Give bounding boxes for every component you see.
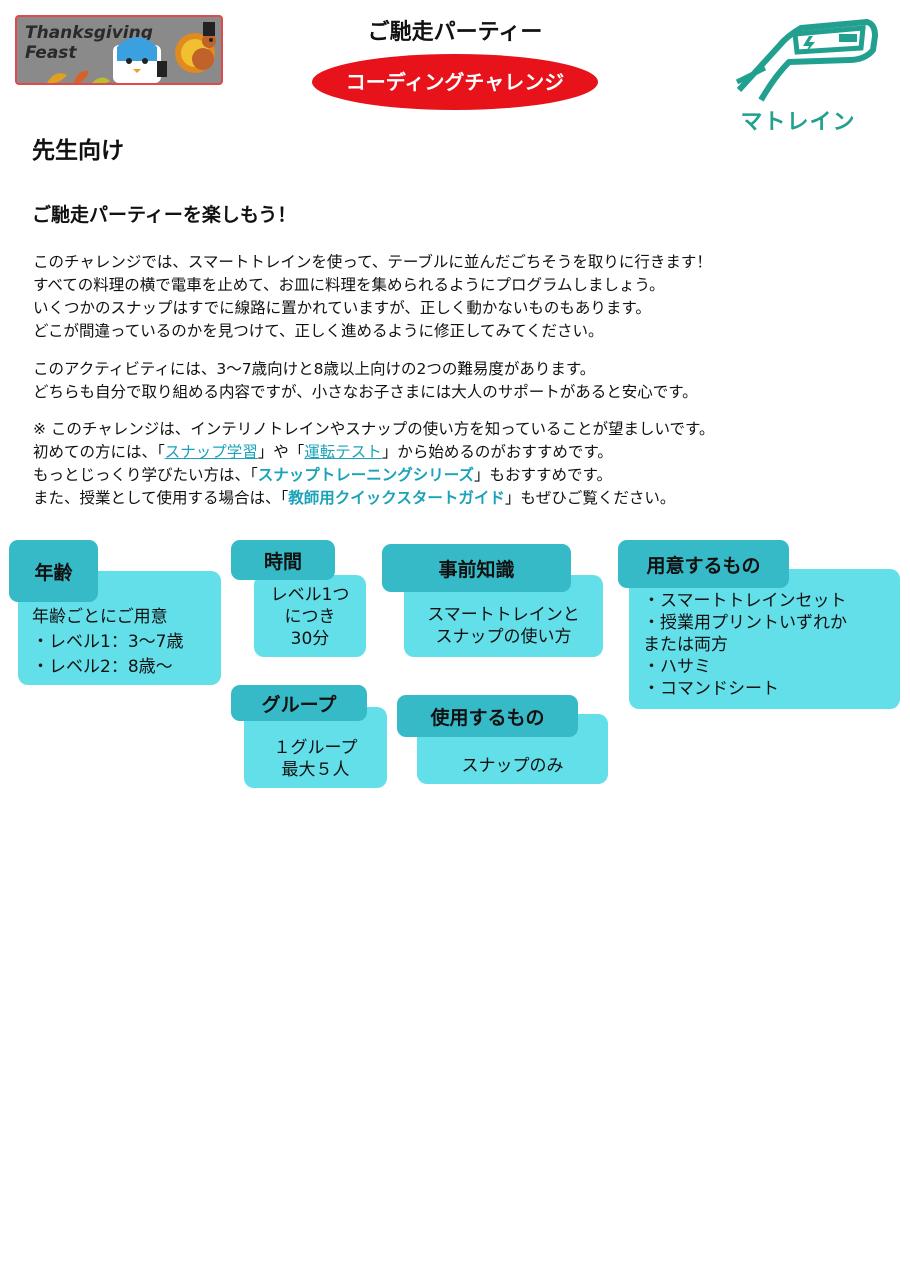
- intro-line: どこが間違っているのかを見つけて、正しく進めるように修正してみてください。: [33, 322, 604, 340]
- logo-text-line2: Feast: [25, 43, 77, 63]
- teacher-quickstart-guide-link[interactable]: 教師用クイックスタートガイド: [288, 489, 505, 507]
- group-card-body: １グループ 最大５人: [273, 738, 358, 780]
- uses-card-title: 使用するもの: [397, 695, 578, 737]
- materials-card-body: ・スマートトレインセット ・授業用プリントいずれか または両方 ・ハサミ ・コマ…: [643, 591, 847, 699]
- intro-line: すべての料理の横で電車を止めて、お皿に料理を集められるようにプログラムしましょう…: [33, 276, 665, 294]
- challenge-badge: コーディングチャレンジ: [312, 54, 598, 110]
- series-line: もっとじっくり学びたい方は、「スナップトレーニングシリーズ」もおすすめです。: [33, 466, 612, 484]
- starter-links-line: 初めての方には、「スナップ学習」や「運転テスト」から始めるのがおすすめです。: [33, 443, 613, 461]
- prior-knowledge-card-body: スマートトレインと スナップの使い方: [427, 605, 580, 647]
- snap-learning-link[interactable]: スナップ学習: [164, 443, 258, 461]
- document-title: ご馳走パーティー: [367, 20, 543, 45]
- prerequisite-paragraph: ※ このチャレンジは、インテリノトレインやスナップの使い方を知っていることが望ま…: [33, 418, 714, 510]
- lead-heading: ご馳走パーティーを楽しもう！: [32, 204, 297, 226]
- intro-line: このチャレンジでは、スマートトレインを使って、テーブルに並んだごちそうを取りに行…: [33, 253, 712, 271]
- age-card-body: 年齢ごとにご用意 ・レベル1：3〜7歳 ・レベル2：8歳〜: [32, 607, 184, 677]
- uses-card-body: スナップのみ: [461, 756, 564, 776]
- age-card-title: 年齢: [9, 540, 98, 602]
- prerequisite-line: ※ このチャレンジは、インテリノトレインやスナップの使い方を知っていることが望ま…: [33, 420, 715, 438]
- time-card-title: 時間: [231, 540, 335, 580]
- prior-knowledge-card-title: 事前知識: [382, 544, 571, 592]
- levels-line: このアクティビティには、3〜7歳向けと8歳以上向けの2つの難易度があります。: [33, 360, 596, 378]
- mascot-illustration: [47, 22, 216, 83]
- train-logo-icon: [735, 19, 878, 102]
- guide-line: また、授業として使用する場合は、「教師用クイックスタートガイド」もぜひご覧くださ…: [33, 489, 676, 507]
- audience-heading: 先生向け: [32, 138, 124, 164]
- logo-text-line1: Thanksgiving: [25, 23, 153, 43]
- levels-line: どちらも自分で取り組める内容ですが、小さなお子さまには大人のサポートがあると安心…: [33, 383, 698, 401]
- materials-card: ・スマートトレインセット ・授業用プリントいずれか または両方 ・ハサミ ・コマ…: [629, 569, 900, 709]
- time-card-body: レベル1つ につき 30分: [270, 585, 350, 649]
- event-logo: Thanksgiving Feast: [15, 15, 223, 85]
- snap-training-series-link[interactable]: スナップトレーニングシリーズ: [257, 466, 474, 484]
- intro-line: いくつかのスナップはすでに線路に置かれていますが、正しく動かないものもあります。: [33, 299, 651, 317]
- levels-paragraph: このアクティビティには、3〜7歳向けと8歳以上向けの2つの難易度があります。 ど…: [33, 358, 698, 404]
- materials-card-title: 用意するもの: [618, 540, 789, 588]
- brand-name: マトレイン: [740, 110, 856, 135]
- time-card: レベル1つ につき 30分: [254, 575, 366, 657]
- driving-test-link[interactable]: 運転テスト: [304, 443, 382, 461]
- group-card-title: グループ: [231, 685, 367, 721]
- intro-paragraph: このチャレンジでは、スマートトレインを使って、テーブルに並んだごちそうを取りに行…: [33, 251, 712, 343]
